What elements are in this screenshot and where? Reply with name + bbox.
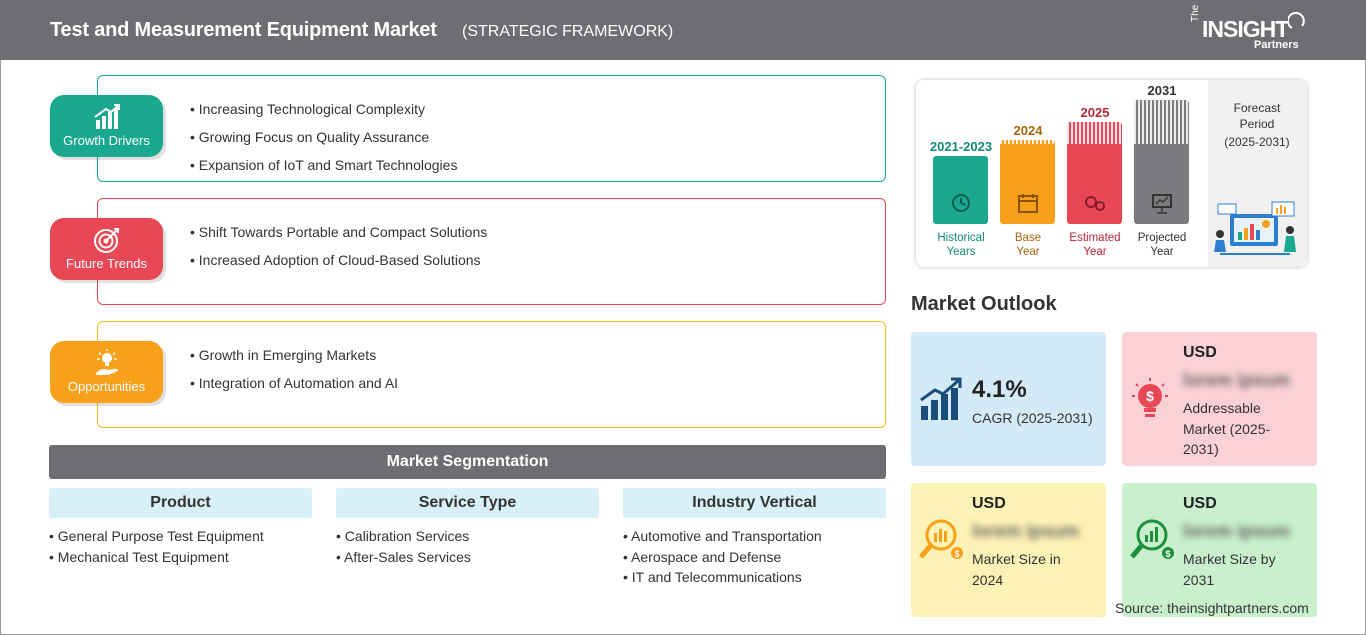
segment-product: Product General Purpose Test Equipment M… — [49, 488, 312, 567]
list-item: Mechanical Test Equipment — [49, 547, 312, 568]
page-title: Test and Measurement Equipment Market — [50, 19, 437, 41]
logo-partners: Partners — [1254, 39, 1299, 51]
size-2024-usd: USD — [972, 495, 1006, 512]
forecast-line: Forecast — [1233, 101, 1281, 115]
magnifier-chart-icon: $ — [919, 519, 963, 559]
rising-bars-icon — [920, 377, 962, 420]
forecast-period-text: Forecast Period (2025-2031) — [1212, 100, 1302, 150]
timeline-year-label: 2024 — [1013, 123, 1043, 138]
timeline-caption: Base Year — [1014, 232, 1042, 258]
size-2031-usd: USD — [1183, 495, 1217, 512]
cagr-card: 4.1% CAGR (2025-2031) — [911, 332, 1106, 466]
forecast-line: Period — [1239, 117, 1275, 131]
size-2024-value-blurred: lorem ipsum — [972, 521, 1080, 541]
opportunities-list: Growth in Emerging Markets Integration o… — [190, 341, 398, 397]
analytics-people-icon — [1214, 201, 1296, 255]
opportunities-box: Growth in Emerging Markets Integration o… — [97, 321, 886, 428]
list-item: After-Sales Services — [336, 547, 599, 568]
calendar-icon — [1018, 194, 1038, 213]
logo-arc-icon — [1288, 11, 1305, 29]
segment-title: Service Type — [336, 488, 599, 518]
future-trends-box: Shift Towards Portable and Compact Solut… — [97, 198, 886, 305]
timeline-year-label: 2021-2023 — [929, 139, 993, 154]
segment-list: General Purpose Test Equipment Mechanica… — [49, 526, 312, 567]
cagr-value: 4.1% — [972, 376, 1027, 403]
list-item: Growth in Emerging Markets — [190, 341, 398, 369]
list-item: Shift Towards Portable and Compact Solut… — [190, 218, 487, 246]
growth-drivers-label: Growth Drivers — [63, 133, 150, 148]
svg-text:$: $ — [1146, 388, 1154, 404]
header-bar: Test and Measurement Equipment Market (S… — [0, 0, 1366, 60]
target-icon — [93, 228, 119, 253]
market-outlook-title: Market Outlook — [911, 293, 1057, 315]
timeline-caption: Projected Year — [1137, 232, 1187, 258]
future-trends-label: Future Trends — [66, 256, 147, 271]
timeline-bar-stripes — [1134, 100, 1189, 144]
addressable-label: Addressable Market (2025-2031) — [1183, 400, 1271, 457]
list-item: Expansion of IoT and Smart Technologies — [190, 151, 458, 179]
gears-icon — [1085, 196, 1105, 211]
timeline-caption: Estimated Year — [1069, 232, 1121, 258]
timeline-year-label: 2025 — [1080, 105, 1110, 120]
page-subtitle: (STRATEGIC FRAMEWORK) — [462, 23, 674, 40]
addressable-value-blurred: lorem ipsum — [1183, 370, 1291, 390]
insight-partners-logo[interactable]: The INSIGHT Partners — [1188, 5, 1313, 54]
svg-text:$: $ — [1165, 549, 1170, 559]
svg-text:$: $ — [954, 549, 959, 559]
money-bulb-icon: $ — [1132, 378, 1168, 417]
growth-drivers-box: Increasing Technological Complexity Grow… — [97, 75, 886, 182]
segment-title: Product — [49, 488, 312, 518]
growth-chart-icon — [93, 104, 120, 129]
timeline-bar — [933, 156, 988, 224]
list-item: Integration of Automation and AI — [190, 369, 398, 397]
size-2031-value-blurred: lorem ipsum — [1183, 521, 1291, 541]
timeline-bar-stripes — [1067, 122, 1122, 144]
list-item: Calibration Services — [336, 526, 599, 547]
segment-service-type: Service Type Calibration Services After-… — [336, 488, 599, 567]
market-size-2031-card: $ USD lorem ipsum Market Size by 2031 — [1122, 483, 1317, 617]
timeline-year-label: 2031 — [1147, 83, 1177, 98]
future-trends-tag: Future Trends — [50, 218, 163, 280]
source-credit: Source: theinsightpartners.com — [1115, 600, 1309, 616]
forecast-line: (2025-2031) — [1224, 135, 1290, 149]
presentation-icon — [1152, 194, 1172, 214]
growth-drivers-list: Increasing Technological Complexity Grow… — [190, 95, 458, 179]
segment-list: Calibration Services After-Sales Service… — [336, 526, 599, 567]
cagr-label: CAGR (2025-2031) — [972, 410, 1093, 426]
list-item: IT and Telecommunications — [623, 567, 886, 588]
opportunities-label: Opportunities — [67, 379, 146, 394]
list-item: Automotive and Transportation — [623, 526, 886, 547]
addressable-usd: USD — [1183, 344, 1217, 361]
segment-list: Automotive and Transportation Aerospace … — [623, 526, 886, 588]
future-trends-list: Shift Towards Portable and Compact Solut… — [190, 218, 487, 274]
list-item: General Purpose Test Equipment — [49, 526, 312, 547]
history-clock-icon — [952, 194, 970, 212]
list-item: Growing Focus on Quality Assurance — [190, 123, 457, 151]
size-2024-label: Market Size in 2024 — [972, 551, 1061, 588]
growth-drivers-tag: Growth Drivers — [50, 95, 163, 157]
list-item: Increasing Technological Complexity — [190, 95, 457, 123]
segment-title: Industry Vertical — [623, 488, 886, 518]
list-item: Aerospace and Defense — [623, 547, 886, 568]
segmentation-title: Market Segmentation — [49, 445, 886, 479]
size-2031-label: Market Size by 2031 — [1183, 551, 1276, 588]
list-item: Increased Adoption of Cloud-Based Soluti… — [190, 246, 487, 274]
logo-insight: INSIGHT — [1202, 16, 1289, 42]
lightbulb-hand-icon — [95, 349, 118, 375]
timeline-bar-stripes — [1000, 140, 1055, 144]
addressable-market-card: $ USD lorem ipsum Addressable Market (20… — [1122, 332, 1317, 466]
market-size-2024-card: $ USD lorem ipsum Market Size in 2024 — [911, 483, 1106, 617]
timeline-bar — [1000, 140, 1055, 224]
timeline-caption: Historical Years — [937, 232, 985, 258]
opportunities-tag: Opportunities — [50, 341, 163, 403]
segment-industry-vertical: Industry Vertical Automotive and Transpo… — [623, 488, 886, 588]
logo-the: The — [1190, 4, 1201, 22]
magnifier-growth-icon: $ — [1130, 519, 1174, 559]
